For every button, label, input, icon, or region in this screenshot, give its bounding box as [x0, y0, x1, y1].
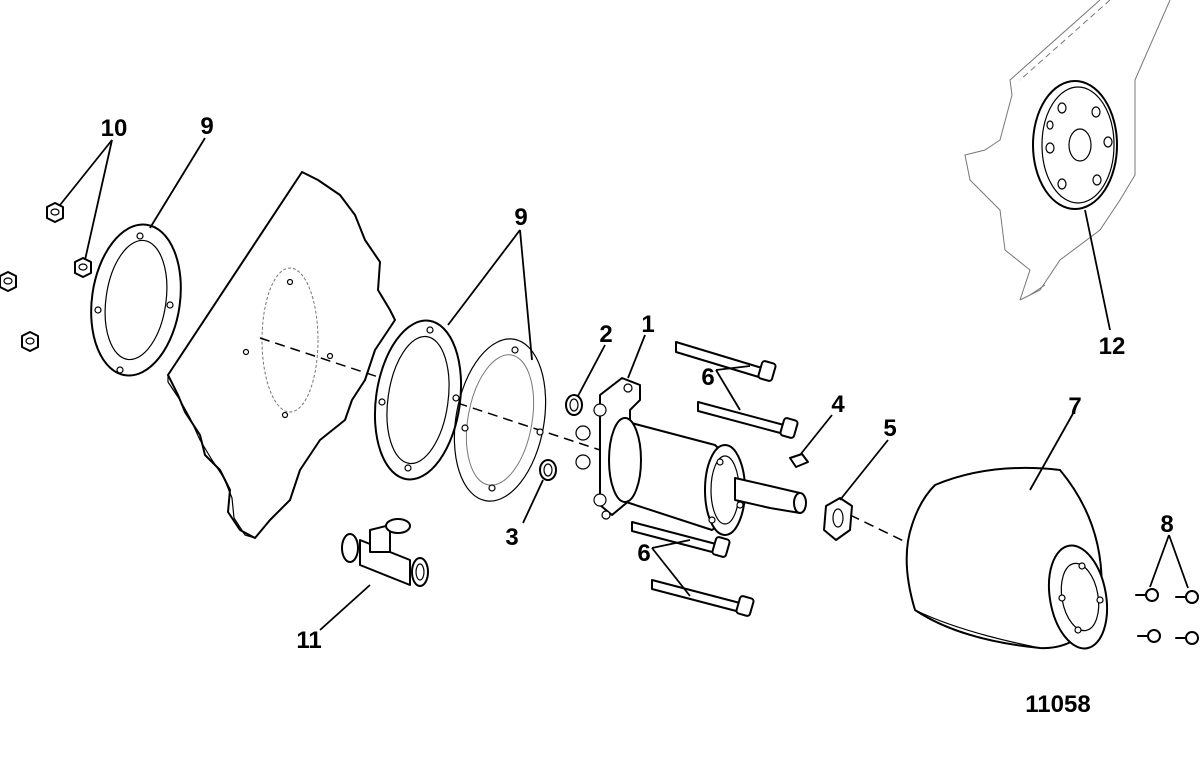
callout-12: 12 [1099, 333, 1126, 360]
o-ring-2 [565, 394, 583, 416]
callout-5: 5 [883, 415, 896, 442]
transom-plate [167, 171, 396, 539]
gasket-ring-center-1 [373, 319, 463, 481]
callout-2: 2 [599, 321, 612, 348]
callout-8: 8 [1160, 511, 1173, 538]
callout-labels: 1 2 3 4 5 6 6 7 8 9 9 10 11 12 [101, 113, 1174, 654]
gasket-ring-center-2 [453, 338, 547, 502]
mounting-flange-12 [1032, 80, 1118, 210]
assembly-axis-line-right [849, 514, 913, 546]
callout-11: 11 [296, 627, 321, 654]
propeller-cone-7 [905, 466, 1109, 650]
o-ring-3 [539, 459, 557, 481]
callout-6-top: 6 [701, 364, 714, 391]
callout-3: 3 [505, 524, 518, 551]
pump-housing-1 [575, 377, 746, 536]
transom-section-drawing [964, 0, 1171, 301]
callout-4: 4 [831, 391, 845, 418]
bolt-6-c [631, 521, 731, 558]
bolt-6-d [651, 579, 755, 617]
callout-6-bottom: 6 [637, 540, 650, 567]
shaft-nut-5 [823, 497, 853, 541]
callout-7: 7 [1068, 393, 1081, 420]
callout-9-center: 9 [514, 204, 527, 231]
nuts-10 [0, 202, 92, 352]
leader-lines [59, 137, 1189, 631]
callout-10: 10 [101, 115, 128, 142]
figure-number: 11058 [1025, 691, 1090, 718]
gasket-ring-left [90, 223, 182, 377]
callout-9-left: 9 [200, 113, 213, 140]
screws-8 [1135, 588, 1199, 645]
drive-shaft [734, 477, 807, 514]
bolt-6-a [675, 341, 777, 382]
shaft-key-4 [789, 453, 809, 468]
bolt-6-b [697, 401, 799, 439]
tee-fitting-11 [341, 518, 429, 587]
callout-1: 1 [641, 311, 654, 338]
